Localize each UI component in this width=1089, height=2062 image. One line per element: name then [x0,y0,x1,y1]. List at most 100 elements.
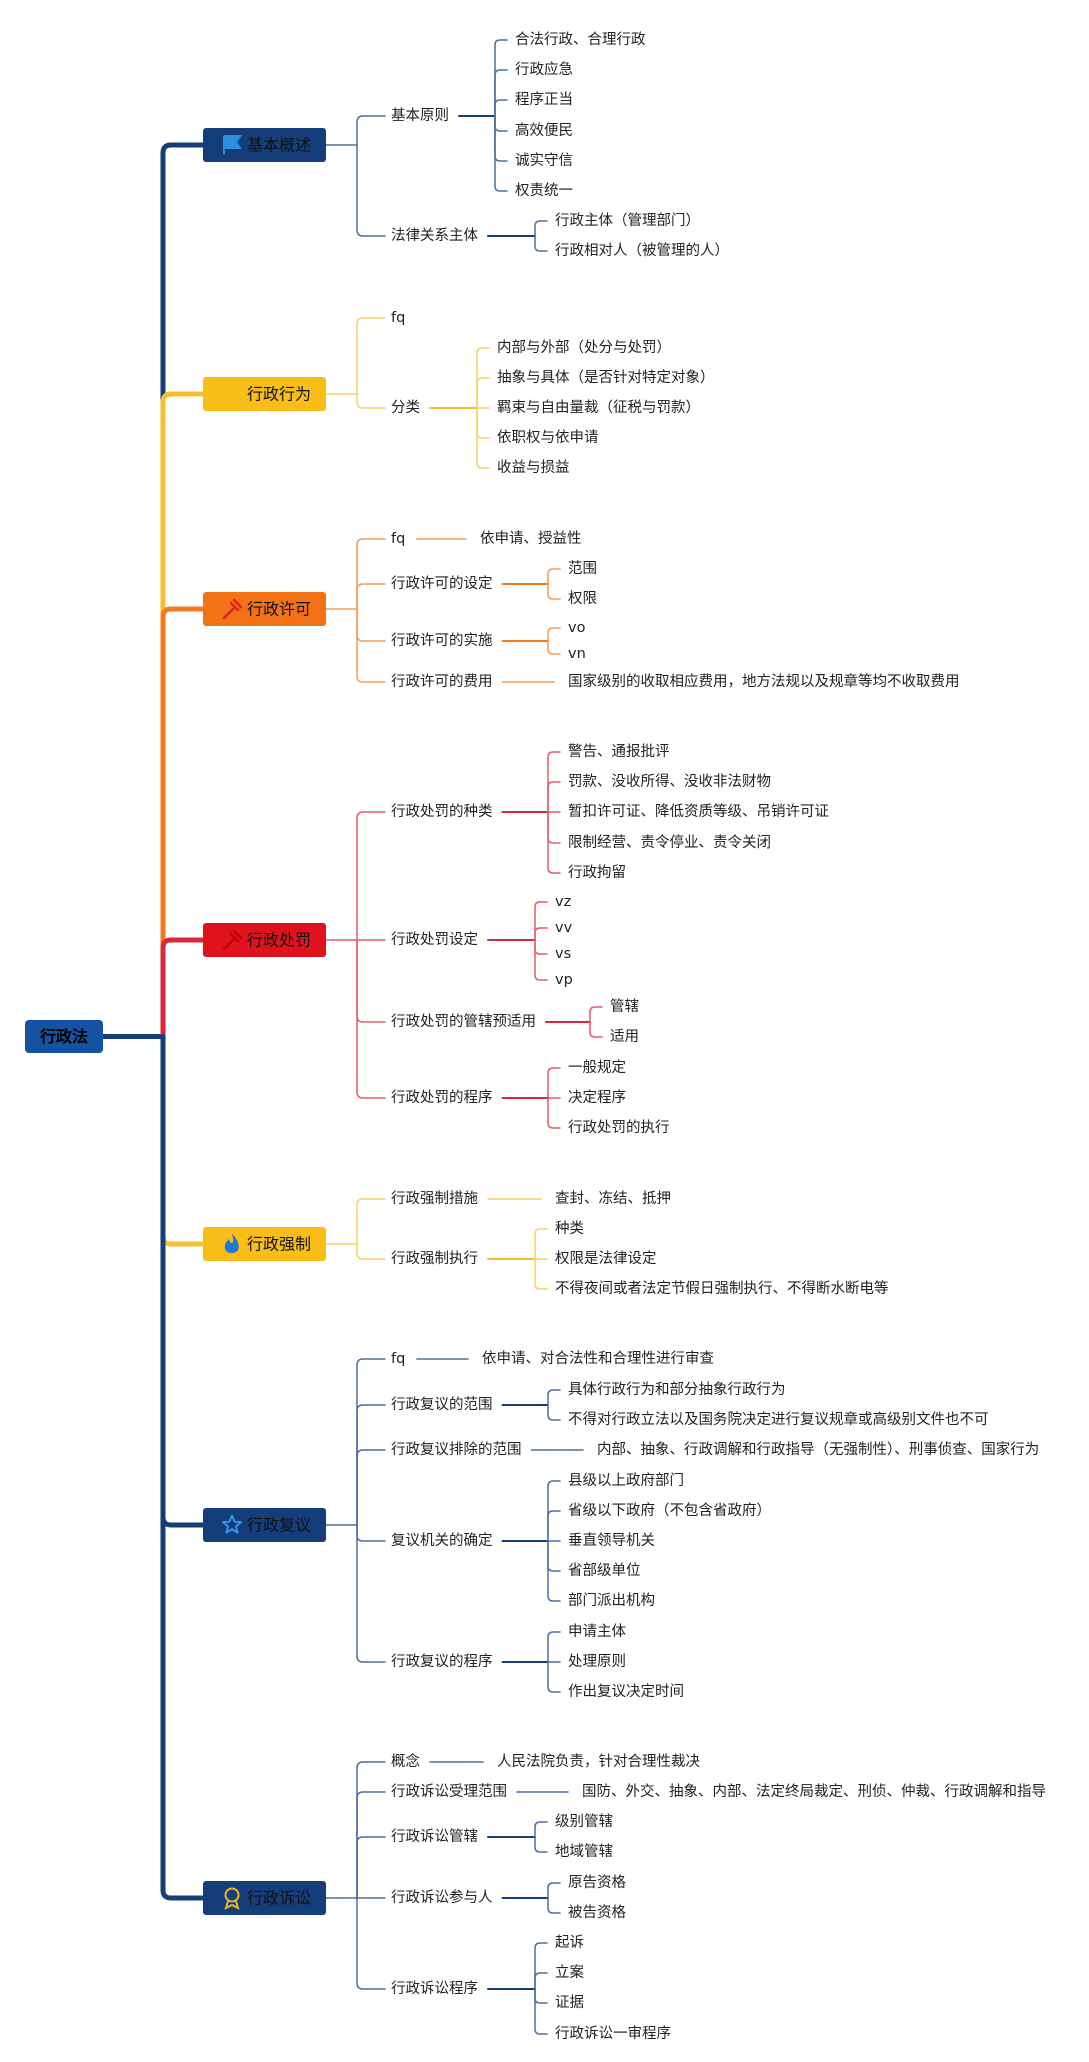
child-connector-2-2 [356,608,386,642]
root-node-label[interactable]: 行政法 [39,1027,88,1046]
branch-node-1[interactable] [203,377,326,411]
branch-label-0[interactable]: 基本概述 [247,136,311,155]
grandchild-node-5-3-1[interactable]: 省级以下政府（不包含省政府） [568,1502,771,1519]
grandchild-node-5-4-1[interactable]: 处理原则 [568,1653,626,1670]
grandchild-node-6-3-0[interactable]: 原告资格 [568,1874,626,1891]
child-node-2-1[interactable]: 行政许可的设定 [391,575,493,592]
grandchild-node-4-1-0[interactable]: 种类 [555,1220,584,1237]
grandchild-node-5-3-0[interactable]: 县级以上政府部门 [568,1472,684,1489]
grandchild-node-3-0-3[interactable]: 限制经营、责令停业、责令关闭 [568,834,771,851]
grandchild-node-5-4-2[interactable]: 作出复议决定时间 [568,1682,684,1700]
child-node-3-3[interactable]: 行政处罚的程序 [391,1089,493,1106]
grandchild-node-2-1-0[interactable]: 范围 [568,560,597,577]
branch-label-6[interactable]: 行政诉讼 [247,1889,311,1908]
grandchild-node-0-0-3[interactable]: 高效便民 [515,122,573,139]
grandchild-node-5-1-0[interactable]: 具体行政行为和部分抽象行政行为 [568,1381,786,1398]
branch-label-2[interactable]: 行政许可 [247,600,311,619]
grandchild-node-0-1-1[interactable]: 行政相对人（被管理的人） [555,242,729,259]
grandchild-node-6-2-0[interactable]: 级别管辖 [555,1813,613,1830]
child-node-6-2[interactable]: 行政诉讼管辖 [391,1828,478,1845]
child-node-2-3[interactable]: 行政许可的费用 [391,673,493,690]
grandchild-node-3-0-2[interactable]: 暂扣许可证、降低资质等级、吊销许可证 [568,802,829,820]
grandchild-node-2-0-0[interactable]: 依申请、授益性 [480,530,582,547]
grandchild-node-3-0-0[interactable]: 警告、通报批评 [568,743,670,760]
branch-label-3[interactable]: 行政处罚 [247,931,311,950]
branch-label-1[interactable]: 行政行为 [247,385,311,404]
grandchild-node-3-3-1[interactable]: 决定程序 [568,1089,626,1106]
grandchild-node-0-0-4[interactable]: 诚实守信 [515,152,573,169]
child-node-1-0[interactable]: fq [391,310,405,326]
grandchild-node-2-3-0[interactable]: 国家级别的收取相应费用，地方法规以及规章等均不收取费用 [568,672,960,690]
grandchild-node-5-3-4[interactable]: 部门派出机构 [568,1592,655,1609]
branch-node-5[interactable] [203,1508,326,1542]
child-node-0-1[interactable]: 法律关系主体 [391,227,478,244]
child-node-4-0[interactable]: 行政强制措施 [391,1190,478,1207]
branch-label-4[interactable]: 行政强制 [247,1235,311,1254]
mind-map-nodes: 行政法 基本概述 基本原则 合法行政、合理行政行政应急程序正当高效便民诚实守信权责统一… [25,31,1046,2042]
child-node-6-1[interactable]: 行政诉讼受理范围 [391,1783,507,1800]
child-node-3-1[interactable]: 行政处罚设定 [391,931,478,948]
child-node-5-1[interactable]: 行政复议的范围 [391,1395,493,1413]
child-node-3-0[interactable]: 行政处罚的种类 [391,803,493,820]
grandchild-node-0-0-1[interactable]: 行政应急 [515,60,573,78]
child-node-5-2[interactable]: 行政复议排除的范围 [391,1440,522,1458]
grandchild-node-5-3-3[interactable]: 省部级单位 [568,1562,641,1579]
child-node-3-2[interactable]: 行政处罚的管辖预适用 [391,1013,536,1030]
grandchild-node-3-0-1[interactable]: 罚款、没收所得、没收非法财物 [568,773,771,790]
child-node-2-0[interactable]: fq [391,531,405,547]
grandchild-node-2-2-0[interactable]: vo [568,620,586,636]
grandchild-node-3-1-0[interactable]: vz [555,894,571,910]
child-node-1-1[interactable]: 分类 [391,399,420,416]
root-node[interactable] [25,1020,103,1053]
grandchild-node-5-0-0[interactable]: 依申请、对合法性和合理性进行审查 [482,1350,714,1367]
grandchild-node-1-1-4[interactable]: 收益与损益 [497,459,570,476]
grand-connector-5-3-4 [547,1540,561,1602]
child-node-6-3[interactable]: 行政诉讼参与人 [391,1889,493,1906]
grandchild-node-0-0-0[interactable]: 合法行政、合理行政 [515,31,646,48]
child-node-2-2[interactable]: 行政许可的实施 [391,632,493,649]
grandchild-node-3-1-1[interactable]: vv [555,920,573,936]
grandchild-node-6-4-0[interactable]: 起诉 [555,1934,584,1951]
grandchild-node-3-3-0[interactable]: 一般规定 [568,1059,626,1076]
grandchild-node-6-2-1[interactable]: 地域管辖 [555,1843,613,1860]
child-node-6-0[interactable]: 概念 [391,1752,420,1770]
grand-connector-5-1-0 [547,1389,561,1406]
grandchild-node-1-1-1[interactable]: 抽象与具体（是否针对特定对象） [497,369,715,386]
child-node-5-4[interactable]: 行政复议的程序 [391,1652,493,1670]
child-node-4-1[interactable]: 行政强制执行 [391,1250,478,1267]
grandchild-node-6-4-2[interactable]: 证据 [555,1994,584,2011]
grandchild-node-5-4-0[interactable]: 申请主体 [568,1623,626,1640]
grandchild-node-3-3-2[interactable]: 行政处罚的执行 [568,1119,670,1136]
grandchild-node-3-2-1[interactable]: 适用 [610,1028,639,1045]
grandchild-node-6-4-3[interactable]: 行政诉讼一审程序 [555,2025,671,2042]
grandchild-node-6-1-0[interactable]: 国防、外交、抽象、内部、法定终局裁定、刑侦、仲裁、行政调解和指导 [582,1782,1046,1800]
grandchild-node-6-0-0[interactable]: 人民法院负责，针对合理性裁决 [497,1753,700,1770]
grandchild-node-2-2-1[interactable]: vn [568,646,586,662]
grandchild-node-2-1-1[interactable]: 权限 [568,590,597,607]
grandchild-node-5-3-2[interactable]: 垂直领导机关 [568,1532,655,1549]
grandchild-node-6-4-1[interactable]: 立案 [555,1963,584,1981]
grand-connector-6-3-0 [547,1882,561,1899]
grandchild-node-0-0-5[interactable]: 权责统一 [515,182,573,199]
grandchild-node-1-1-2[interactable]: 羁束与自由量裁（征税与罚款） [497,399,700,416]
grandchild-node-5-2-0[interactable]: 内部、抽象、行政调解和行政指导（无强制性）、刑事侦查、国家行为 [597,1441,1039,1458]
grandchild-node-1-1-3[interactable]: 依职权与依申请 [497,429,599,446]
grandchild-node-6-3-1[interactable]: 被告资格 [568,1904,626,1921]
grandchild-node-4-1-2[interactable]: 不得夜间或者法定节假日强制执行、不得断水断电等 [555,1279,889,1297]
grandchild-node-4-0-0[interactable]: 查封、冻结、抵押 [555,1189,671,1207]
grand-connector-3-0-0 [547,751,561,813]
child-node-5-3[interactable]: 复议机关的确定 [391,1531,493,1549]
grandchild-node-3-0-4[interactable]: 行政拘留 [568,864,626,881]
grandchild-node-1-1-0[interactable]: 内部与外部（处分与处罚） [497,339,671,356]
grandchild-node-3-1-3[interactable]: vp [555,972,573,988]
child-node-5-0[interactable]: fq [391,1351,405,1367]
grandchild-node-5-1-1[interactable]: 不得对行政立法以及国务院决定进行复议规章或高级别文件也不可 [568,1410,989,1428]
grandchild-node-3-1-2[interactable]: vs [555,946,571,962]
grandchild-node-4-1-1[interactable]: 权限是法律设定 [555,1250,657,1267]
child-node-6-4[interactable]: 行政诉讼程序 [391,1980,478,1997]
grandchild-node-0-1-0[interactable]: 行政主体（管理部门） [555,212,700,229]
child-node-0-0[interactable]: 基本原则 [391,107,449,124]
grandchild-node-0-0-2[interactable]: 程序正当 [515,91,573,108]
branch-label-5[interactable]: 行政复议 [247,1516,311,1535]
grandchild-node-3-2-0[interactable]: 管辖 [610,998,639,1015]
